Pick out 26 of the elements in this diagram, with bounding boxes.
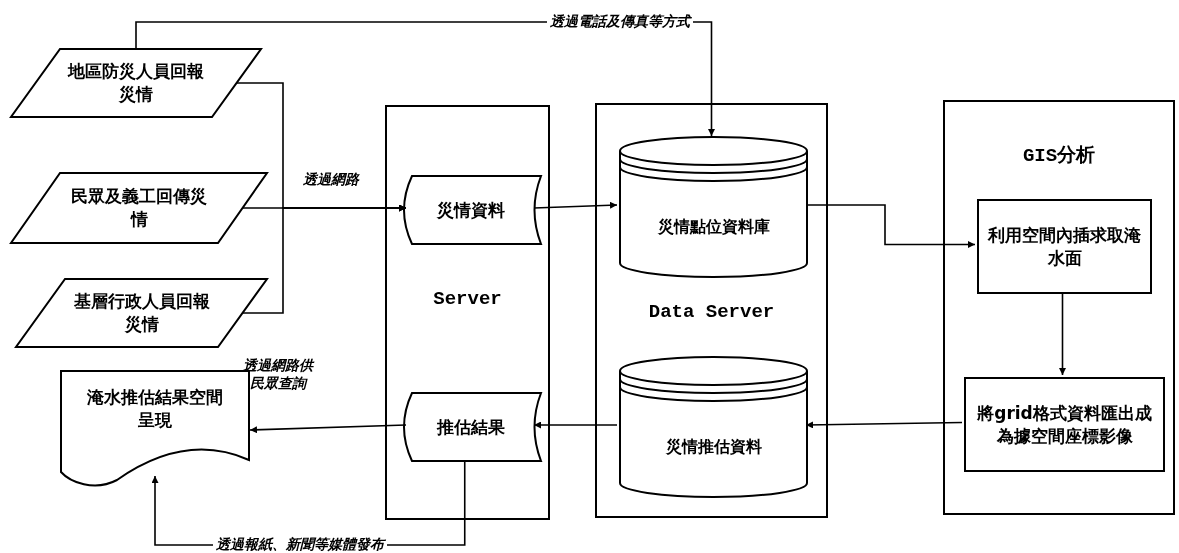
arrow (1059, 291, 1066, 376)
edge-label: 透過網路 (302, 171, 361, 189)
panel-title: Data Server (647, 300, 776, 325)
arrow (249, 424, 407, 434)
arrow (533, 421, 618, 429)
arrow (805, 204, 976, 248)
stored-data-shape: 推估結果 (400, 392, 542, 462)
document-shape: 淹水推估結果空間呈現 (60, 370, 250, 490)
arrow (242, 204, 407, 314)
input-parallelogram: 民眾及義工回傳災情 (10, 172, 268, 244)
server-panel (385, 105, 550, 520)
panel-title: Server (432, 287, 503, 312)
input-parallelogram: 基層行政人員回報災情 (15, 278, 268, 348)
edge-label: 透過報紙、新聞等媒體發布 (213, 536, 387, 553)
panel-title: GIS分析 (1021, 144, 1097, 169)
process-box: 利用空間內插求取淹水面 (977, 199, 1152, 294)
database-cylinder: 災情推估資料 (619, 357, 808, 497)
database-cylinder: 災情點位資料庫 (619, 137, 808, 277)
process-box: 將grid格式資料匯出成為據空間座標影像 (964, 377, 1165, 472)
server-panel (943, 100, 1175, 515)
arrow (533, 201, 618, 209)
server-panel (595, 103, 828, 518)
edge-label: 透過電話及傳真等方式 (547, 13, 693, 31)
stored-data-shape: 災情資料 (400, 175, 542, 245)
input-parallelogram: 地區防災人員回報災情 (10, 48, 262, 118)
arrow (805, 421, 963, 429)
